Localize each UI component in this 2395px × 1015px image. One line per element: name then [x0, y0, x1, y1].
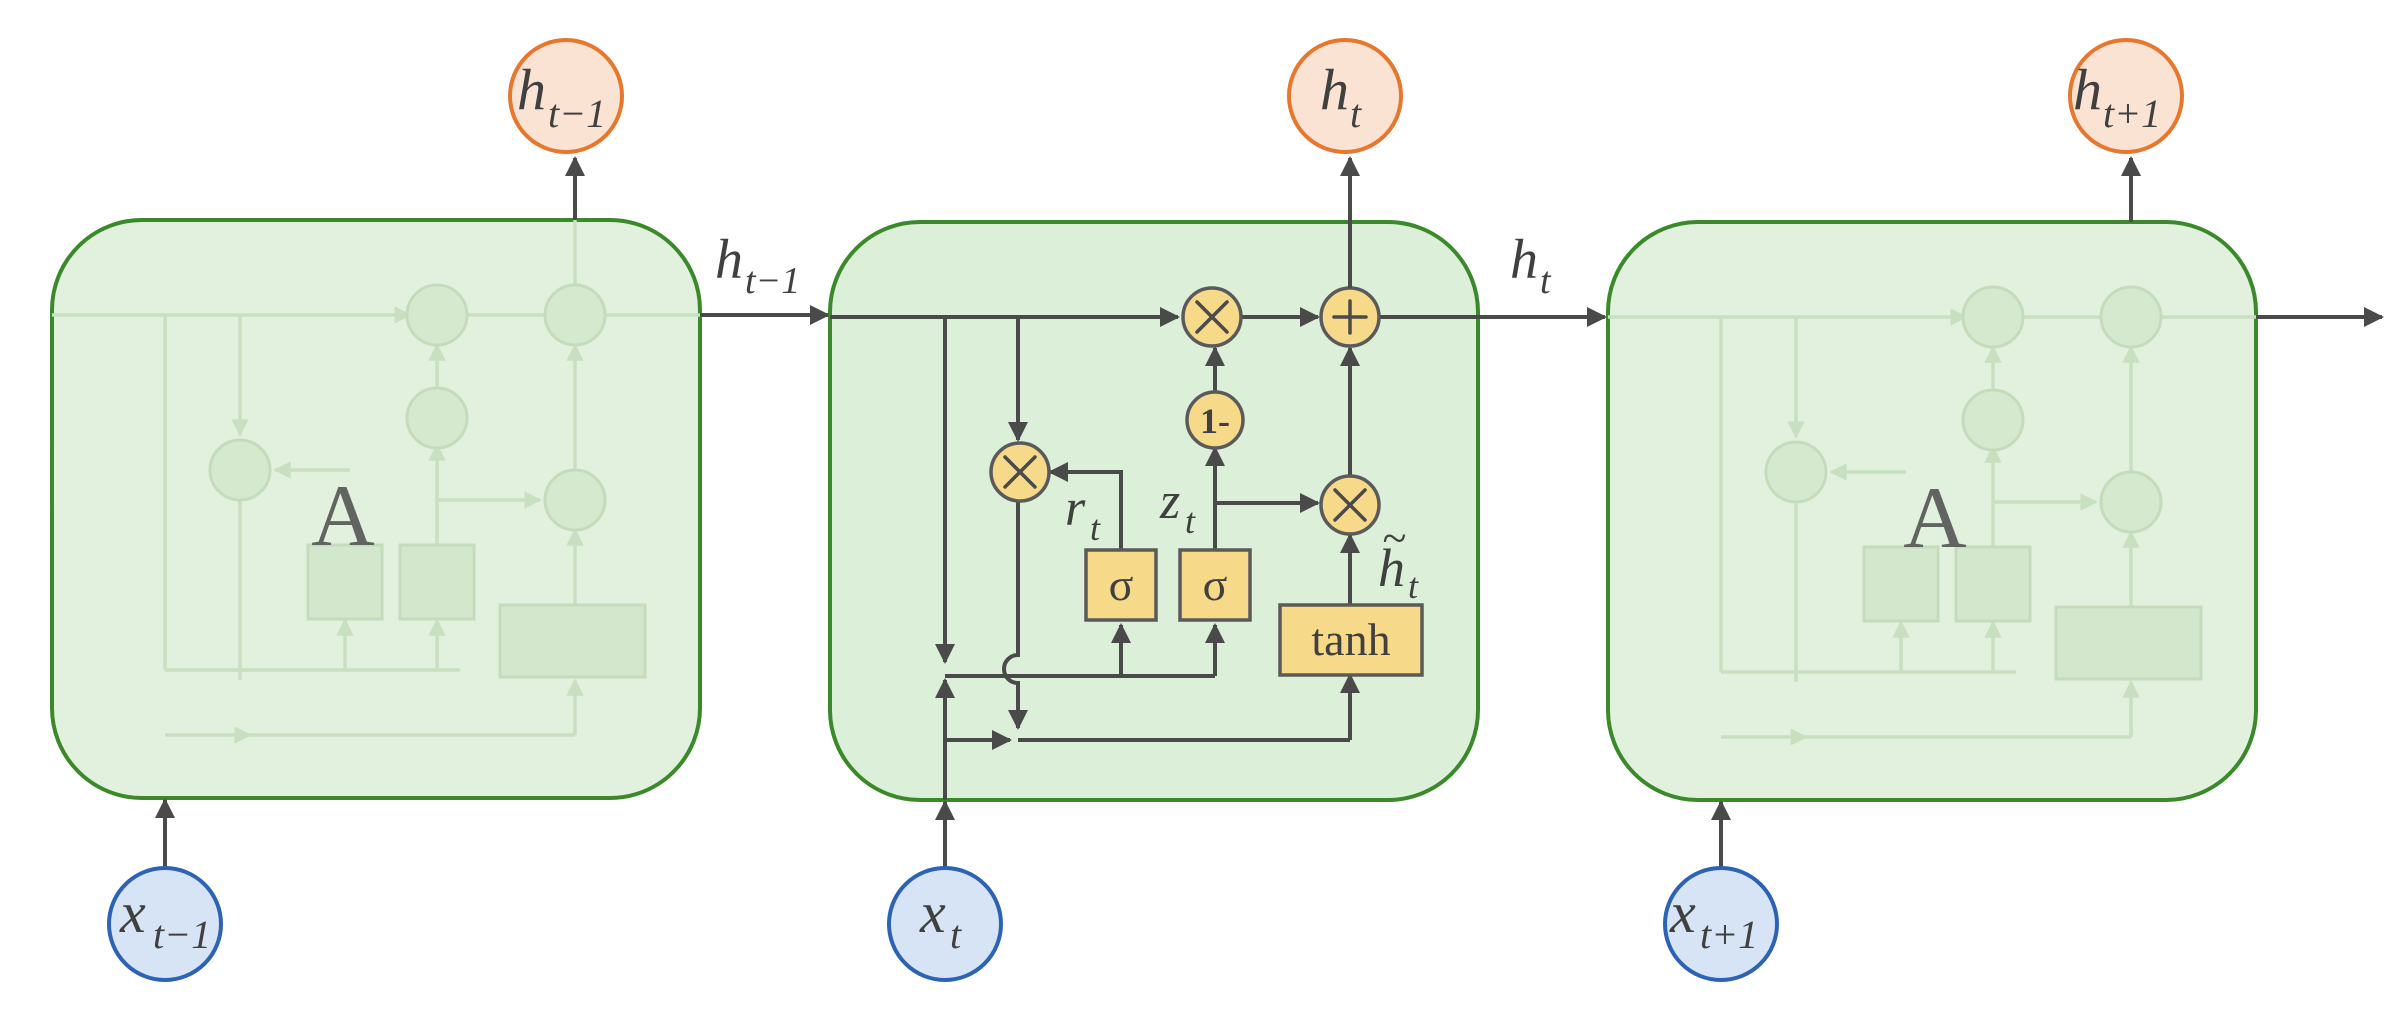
hidden-state-right-symbol: h: [1510, 229, 1538, 291]
center-output-node: h t: [1287, 38, 1403, 154]
left-cell: A: [50, 218, 702, 800]
left-input-symbol: x: [119, 880, 146, 945]
left-output-symbol: h: [517, 57, 546, 122]
multiply-node-reset: [989, 441, 1051, 503]
center-cell-box: [828, 220, 1480, 802]
candidate-symbol: h: [1378, 538, 1405, 598]
multiply-node-candidate: [1319, 474, 1381, 536]
hidden-state-left-symbol: h: [715, 229, 743, 291]
left-cell-ghost-internals: [52, 220, 700, 744]
right-input-node: x t+1: [1663, 866, 1779, 982]
candidate-label: h ~ t: [1378, 514, 1419, 606]
hidden-state-label-left: h t−1: [715, 229, 800, 302]
sigma-layer-update: σ: [1178, 548, 1252, 622]
multiply-icon: [1333, 488, 1367, 522]
update-gate-subscript: t: [1185, 501, 1196, 541]
center-input-symbol: x: [919, 880, 946, 945]
center-cell-flows: [830, 307, 1478, 800]
right-cell-label: A: [1903, 470, 1967, 567]
center-output-symbol: h: [1320, 57, 1349, 122]
hidden-state-left-subscript: t−1: [745, 260, 800, 302]
right-output-node: h t+1: [2068, 38, 2184, 154]
sigma-layer-reset: σ: [1084, 548, 1158, 622]
one-minus-label: 1-: [1200, 401, 1230, 441]
right-output-subscript: t+1: [2103, 91, 2161, 136]
center-input-subscript: t: [950, 912, 962, 957]
reset-gate-label: r t: [1065, 480, 1101, 548]
plus-icon: [1332, 299, 1368, 335]
multiply-icon: [1003, 455, 1037, 489]
hidden-state-label-right: h t: [1510, 229, 1552, 302]
left-output-subscript: t−1: [548, 91, 606, 136]
right-output-symbol: h: [2073, 57, 2102, 122]
tanh-label: tanh: [1311, 614, 1390, 665]
center-input-node: x t: [887, 866, 1003, 982]
plus-node: [1319, 286, 1381, 348]
left-output-node: h t−1: [508, 38, 624, 154]
right-cell-ghost-internals: [1608, 285, 2256, 746]
tanh-layer: tanh: [1278, 603, 1424, 677]
right-input-symbol: x: [1669, 880, 1696, 945]
left-input-node: x t−1: [107, 866, 223, 982]
right-input-subscript: t+1: [1700, 912, 1758, 957]
multiply-icon: [1195, 300, 1229, 334]
sigma-reset-label: σ: [1109, 559, 1134, 610]
hidden-state-right-subscript: t: [1540, 260, 1552, 302]
center-output-subscript: t: [1350, 91, 1362, 136]
update-gate-symbol: z: [1159, 473, 1180, 530]
reset-gate-subscript: t: [1090, 508, 1101, 548]
left-input-subscript: t−1: [153, 912, 211, 957]
candidate-tilde: ~: [1382, 514, 1406, 563]
candidate-subscript: t: [1408, 566, 1419, 606]
update-gate-label: z t: [1159, 473, 1196, 541]
reset-gate-symbol: r: [1065, 480, 1086, 537]
center-cell: 1- σ σ tanh r t z t h ~ t: [828, 220, 1480, 802]
multiply-node-top: [1181, 286, 1243, 348]
sigma-update-label: σ: [1203, 559, 1228, 610]
one-minus-node: 1-: [1185, 390, 1245, 450]
right-cell: A: [1606, 220, 2258, 802]
left-cell-label: A: [311, 468, 375, 565]
